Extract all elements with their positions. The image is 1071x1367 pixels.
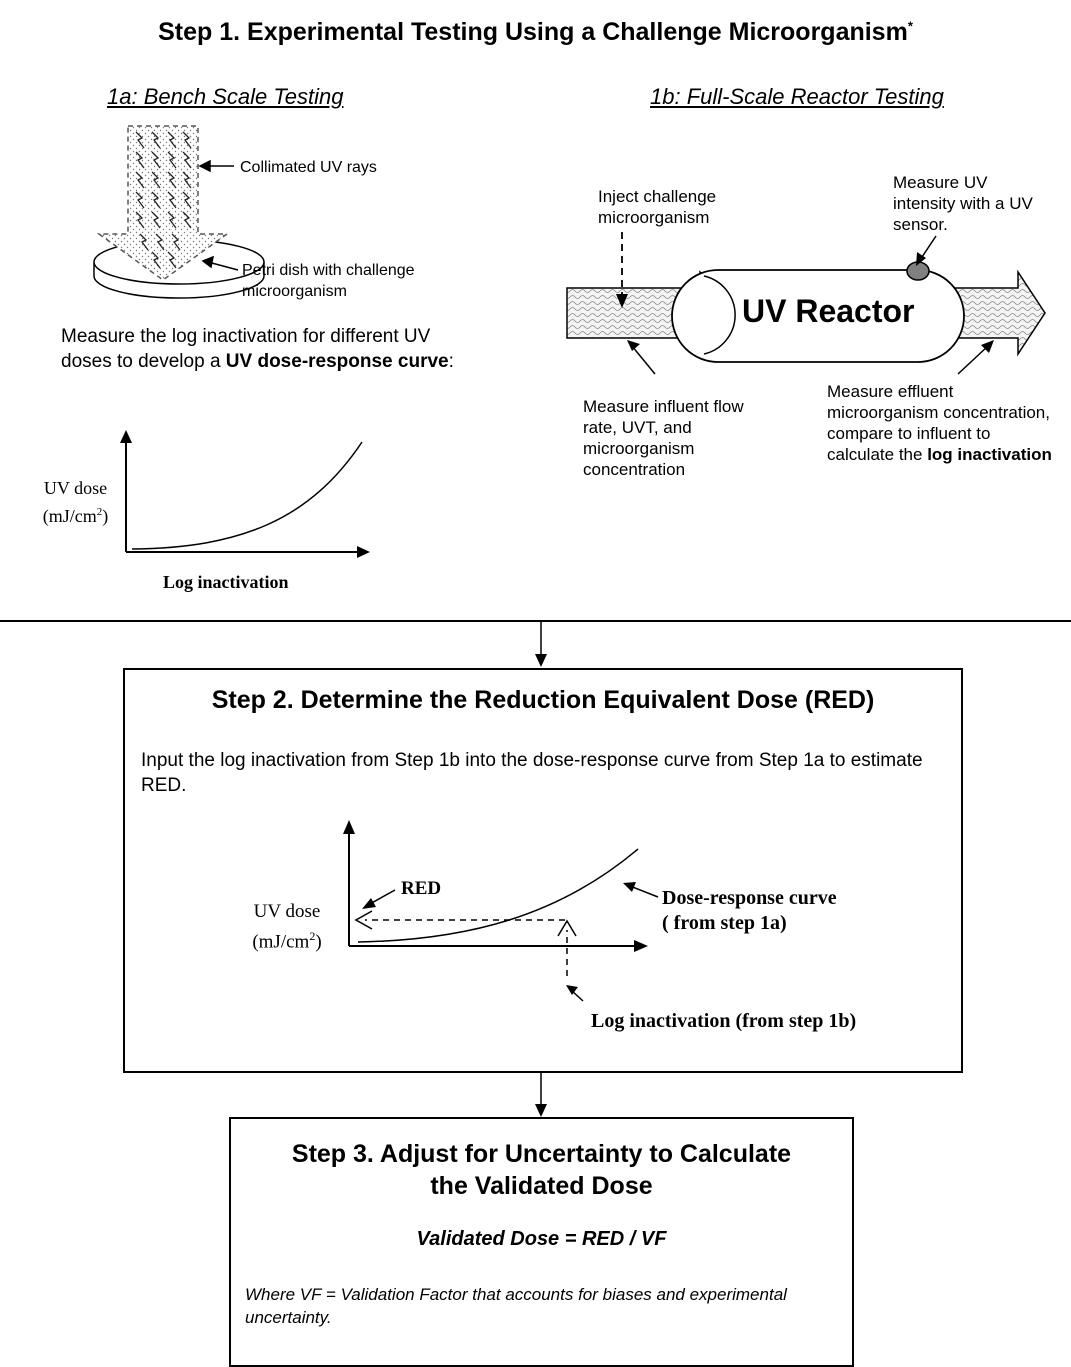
reactor-inner-cap [703,275,736,355]
subheading-1a: 1a: Bench Scale Testing [107,84,344,109]
petri-pointer [207,261,239,271]
influent-label: Measure influent flow rate, UVT, and mic… [583,397,744,479]
sensor-pointer-head [916,252,926,266]
validated-dose-formula: Validated Dose = RED / VF [416,1228,667,1250]
influent-pointer-head [627,340,640,351]
step2-description: Input the log inactivation from Step 1b … [141,750,923,796]
chart1a-x-arrowhead [357,546,370,558]
step2-title: Step 2. Determine the Reduction Equivale… [211,686,875,714]
log-pointer-head [566,985,578,995]
connector-2-3-head [535,1104,547,1117]
step2-box [123,668,963,1073]
collimated-pointer-head [198,159,211,173]
petri-pointer-head [201,255,215,269]
subheading-1b: 1b: Full-Scale Reactor Testing [650,84,944,109]
effluent-pointer-head [981,340,994,353]
curve-pointer [629,885,659,898]
step3-title: Step 3. Adjust for Uncertainty to Calcul… [291,1140,792,1200]
collimated-uv-arrow [96,125,230,281]
connector-1-2-head [535,654,547,667]
curve-pointer-head [623,882,636,892]
step3-box [229,1117,854,1367]
collimated-label: Collimated UV rays [240,159,377,176]
chart1a-ylabel: UV dose (mJ/cm2) [42,478,109,526]
reactor-body [671,269,965,363]
log-projection-head [557,919,577,937]
chart1a-curve [131,441,363,550]
measure-log-text: Measure the log inactivation for differe… [61,326,454,372]
uv-ray-glyphs [135,131,192,269]
vf-note: Where VF = Validation Factor that accoun… [245,1285,787,1327]
chart2-curve [357,848,639,943]
measure-uv-label: Measure UV intensity with a UV sensor. [893,173,1033,234]
step1-title: Step 1. Experimental Testing Using a Cha… [158,18,913,46]
red-pointer-head [362,898,376,909]
chart2-x-arrowhead [634,940,648,952]
inject-pointer-head [616,294,628,308]
effluent-label: Measure effluent microorganism concentra… [827,382,1052,464]
chart2-ylabel: UV dose (mJ/cm2) [252,901,322,953]
reactor-diagram [566,232,1046,375]
effluent-pointer [957,345,989,375]
bench-dose-response-chart [120,430,370,558]
chart1a-xlabel: Log inactivation [163,572,289,592]
petri-label: Petri dish with challenge microorganism [242,262,415,300]
red-projection-head [354,910,373,930]
log-inactivation-label: Log inactivation (from step 1b) [591,1010,857,1032]
curve-label: Dose-response curve ( from step 1a) [662,887,837,934]
reactor-label: UV Reactor [742,293,915,329]
chart2-y-arrowhead [343,820,355,834]
inject-label: Inject challenge microorganism [598,187,717,227]
red-label: RED [401,878,442,899]
chart1a-y-arrowhead [120,430,132,443]
influent-pointer [631,345,656,375]
